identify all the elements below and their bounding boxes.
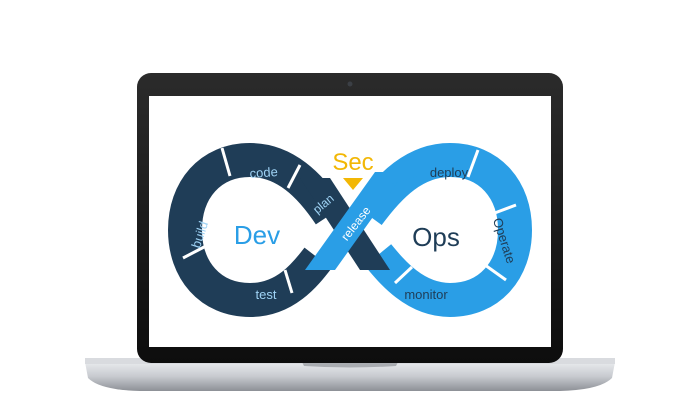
left-loop-ring	[167, 142, 345, 318]
stage-label-deploy: deploy	[430, 165, 469, 180]
devsecops-infinity-diagram: Sec Dev Ops code build test plan release…	[167, 142, 533, 318]
right-loop-ring	[354, 142, 533, 318]
left-loop-dividers	[182, 147, 302, 294]
sec-down-arrow-icon	[343, 178, 363, 190]
right-loop-dividers	[393, 149, 517, 285]
dev-label: Dev	[234, 220, 280, 250]
release-arrowhead	[392, 162, 418, 184]
ops-label: Ops	[412, 222, 460, 252]
webcam-icon	[347, 81, 353, 87]
stage-label-monitor: monitor	[404, 287, 448, 302]
release-crossing-band	[305, 172, 405, 270]
stage-label-code: code	[249, 164, 278, 181]
stage-label-test: test	[256, 287, 277, 302]
sec-label: Sec	[332, 149, 373, 176]
